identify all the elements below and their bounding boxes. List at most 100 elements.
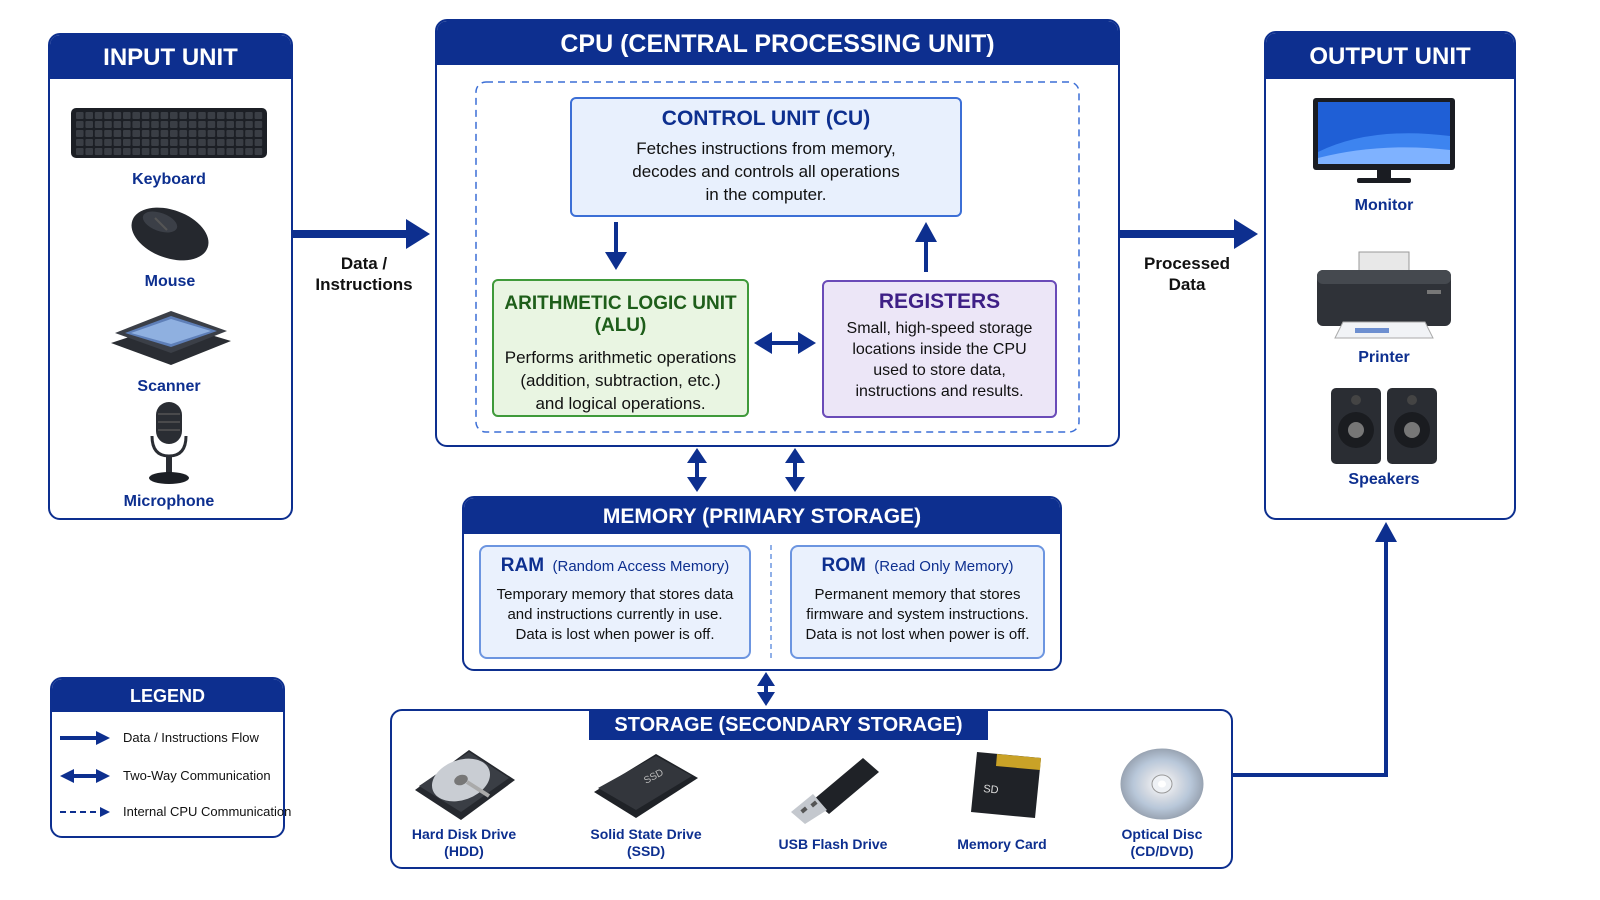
keyboard-key xyxy=(245,139,253,146)
svg-text:SD: SD xyxy=(983,783,1000,797)
alu-desc-1: Performs arithmetic operations xyxy=(504,348,737,367)
rom-desc-1: Permanent memory that stores xyxy=(814,586,1021,603)
keyboard-key xyxy=(245,130,253,137)
keyboard-key xyxy=(76,148,84,155)
keyboard-key xyxy=(179,148,187,155)
rom-desc: Permanent memory that stores firmware an… xyxy=(800,585,1035,645)
keyboard-key xyxy=(170,130,178,137)
hdd-device xyxy=(404,740,524,829)
registers-desc-1: Small, high-speed storage xyxy=(846,320,1033,337)
keyboard-key xyxy=(235,112,244,119)
legend-title: LEGEND xyxy=(52,679,283,712)
ram-desc: Temporary memory that stores data and in… xyxy=(489,585,741,645)
keyboard-key xyxy=(104,148,112,155)
keyboard-key xyxy=(226,148,234,155)
speakers-device: Speakers xyxy=(1304,386,1464,489)
keyboard-key xyxy=(123,148,131,155)
output-flow-label-line-1: Processed xyxy=(1144,254,1230,273)
keyboard-key xyxy=(113,148,122,155)
keyboard-icon xyxy=(71,108,267,158)
microphone-device: Microphone xyxy=(110,400,228,511)
ram-desc-3: Data is lost when power is off. xyxy=(515,626,715,643)
keyboard-key xyxy=(104,112,112,119)
keyboard-key xyxy=(132,139,140,146)
registers-box: REGISTERS Small, high-speed storage loca… xyxy=(822,280,1057,418)
keyboard-key xyxy=(76,139,84,146)
keyboard-key xyxy=(226,112,234,119)
keyboard-key xyxy=(207,130,216,137)
output-flow-label-line-2: Data xyxy=(1168,275,1206,294)
optical-disc-device xyxy=(1112,744,1212,829)
keyboard-key xyxy=(245,148,253,155)
input-flow-label: Data / Instructions xyxy=(306,253,422,295)
cpu-memory-arrow-left xyxy=(687,448,707,492)
keyboard-key xyxy=(141,121,150,128)
keyboard-key xyxy=(245,112,253,119)
keyboard-key xyxy=(198,112,206,119)
storage-title: STORAGE (SECONDARY STORAGE) xyxy=(589,709,988,740)
ssd-label: Solid State Drive (SSD) xyxy=(586,826,706,860)
keyboard-key xyxy=(151,148,159,155)
keyboard-key xyxy=(104,130,112,137)
keyboard-key xyxy=(85,112,93,119)
keyboard-key xyxy=(123,112,131,119)
keyboard-key xyxy=(226,121,234,128)
input-flow-label-line-1: Data / xyxy=(340,254,388,273)
alu-desc-3: and logical operations. xyxy=(535,394,706,413)
ram-box: RAM (Random Access Memory) Temporary mem… xyxy=(479,545,751,659)
control-unit-desc-3: in the computer. xyxy=(705,185,827,204)
keyboard-key xyxy=(179,139,187,146)
printer-label: Printer xyxy=(1358,349,1410,366)
printer-device: Printer xyxy=(1304,250,1464,367)
keyboard-key xyxy=(94,121,103,128)
microphone-label: Microphone xyxy=(123,493,215,510)
keyboard-key xyxy=(85,148,93,155)
memory-card-icon: SD xyxy=(971,752,1041,818)
usb-label-1: USB Flash Drive xyxy=(778,836,888,852)
keyboard-key xyxy=(132,148,140,155)
keyboard-key xyxy=(217,148,225,155)
keyboard-key xyxy=(198,121,206,128)
control-unit-desc-1: Fetches instructions from memory, xyxy=(636,139,896,158)
keyboard-key xyxy=(188,121,197,128)
hdd-label-2: (HDD) xyxy=(444,843,484,859)
hdd-label: Hard Disk Drive (HDD) xyxy=(404,826,524,860)
ssd-device: SSD xyxy=(586,744,706,829)
keyboard-key xyxy=(94,112,103,119)
keyboard-key xyxy=(170,121,178,128)
control-unit-desc-2: decodes and controls all operations xyxy=(632,162,900,181)
keyboard-key xyxy=(141,148,150,155)
keyboard-label: Keyboard xyxy=(132,171,206,188)
keyboard-key xyxy=(132,112,140,119)
ram-subtitle: (Random Access Memory) xyxy=(552,558,730,575)
keyboard-key xyxy=(141,112,150,119)
keyboard-key xyxy=(179,130,187,137)
keyboard-key xyxy=(132,130,140,137)
keyboard-device: Keyboard xyxy=(66,104,272,189)
mouse-icon xyxy=(131,207,209,261)
registers-title: REGISTERS xyxy=(878,290,1001,313)
keyboard-key xyxy=(254,130,263,137)
keyboard-key xyxy=(188,139,197,146)
keyboard-key xyxy=(85,121,93,128)
keyboard-key xyxy=(217,130,225,137)
keyboard-key xyxy=(94,130,103,137)
rom-desc-2: firmware and system instructions. xyxy=(806,606,1029,623)
keyboard-key xyxy=(217,112,225,119)
keyboard-key xyxy=(94,139,103,146)
keyboard-key xyxy=(254,139,263,146)
keyboard-key xyxy=(235,130,244,137)
memory-title: MEMORY (PRIMARY STORAGE) xyxy=(464,498,1060,534)
keyboard-key xyxy=(235,121,244,128)
keyboard-key xyxy=(170,139,178,146)
rom-subtitle: (Read Only Memory) xyxy=(874,558,1014,575)
mouse-label: Mouse xyxy=(144,273,196,290)
keyboard-key xyxy=(179,121,187,128)
alu-title: ARITHMETIC LOGIC UNIT (ALU) xyxy=(504,293,737,336)
rom-desc-3: Data is not lost when power is off. xyxy=(805,626,1030,643)
keyboard-key xyxy=(217,139,225,146)
keyboard-key xyxy=(207,121,216,128)
keyboard-key xyxy=(132,121,140,128)
control-unit-title: CONTROL UNIT (CU) xyxy=(661,107,871,130)
cpu-memory-arrow-right xyxy=(785,448,805,492)
